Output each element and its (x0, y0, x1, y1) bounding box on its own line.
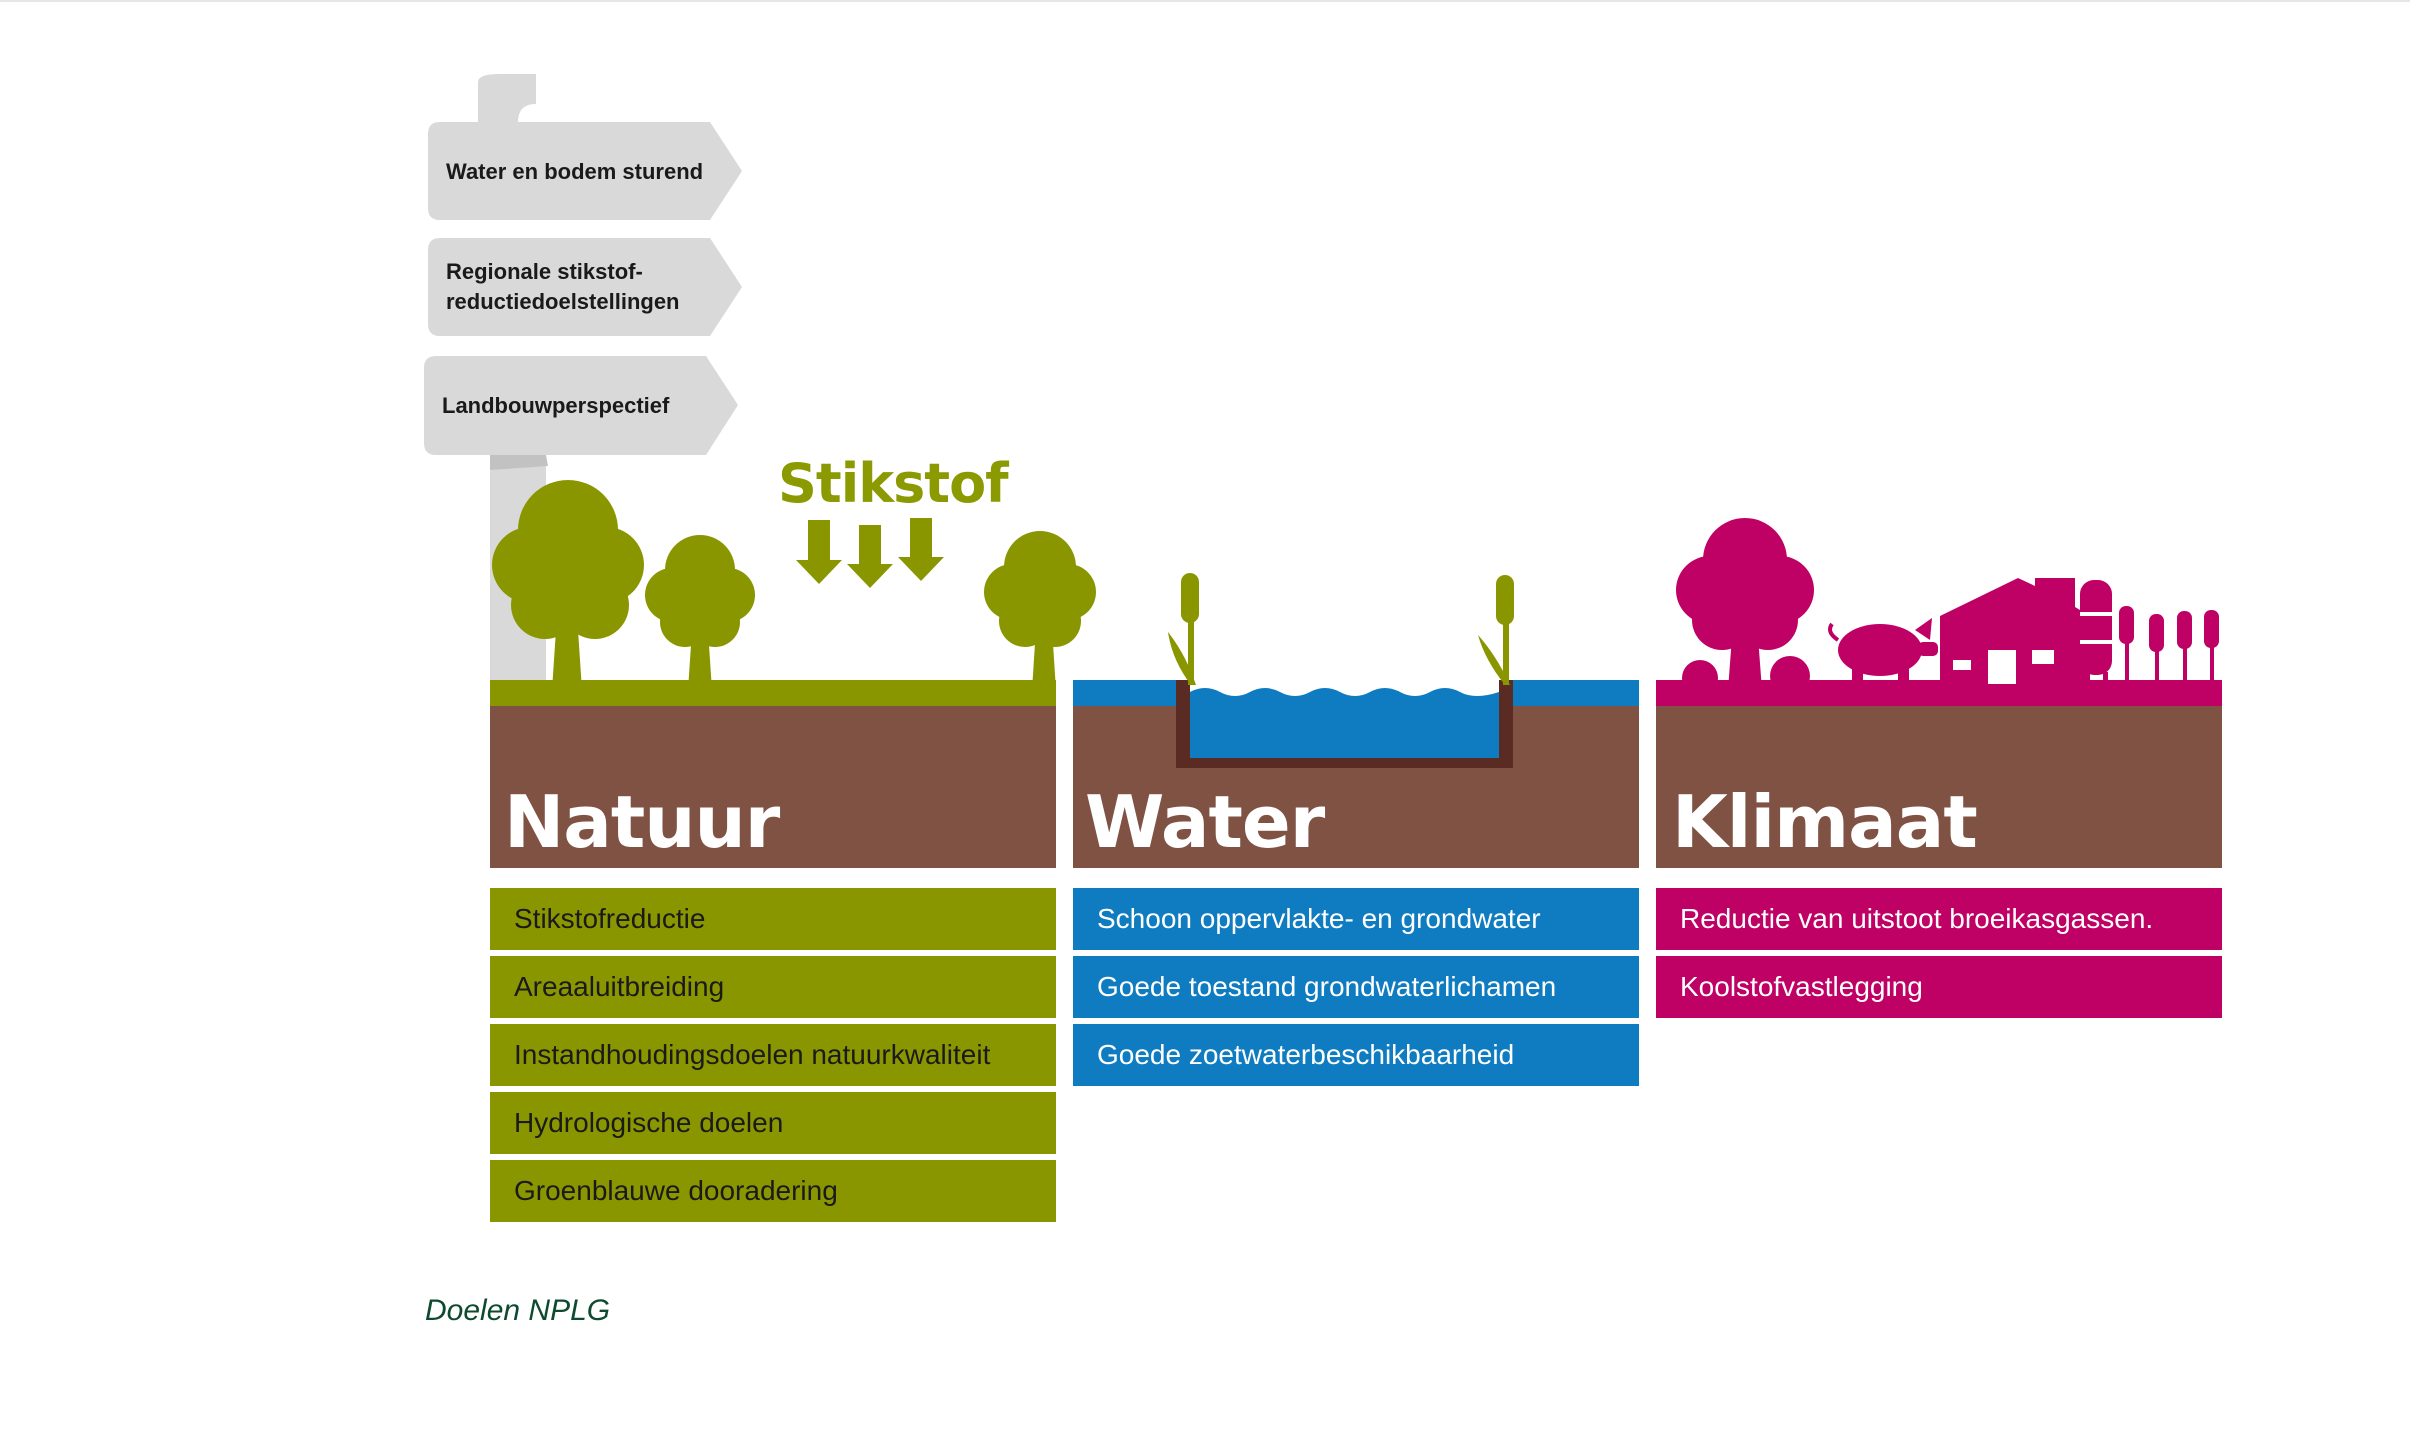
sign-text-water-bodem: Water en bodem sturend (446, 159, 704, 184)
sign-text-stikstof-doelen: Regionale stikstof- reductiedoelstelling… (446, 259, 680, 314)
category-title-klimaat: Klimaat (1672, 780, 1978, 864)
reed-icon (1478, 575, 1514, 685)
goal-item: Goede toestand grondwaterlichamen (1073, 956, 1639, 1018)
natuur-grass (490, 680, 1056, 706)
goal-item: Koolstofvastlegging (1656, 956, 2222, 1018)
goal-item: Stikstofreductie (490, 888, 1056, 950)
signpost (424, 74, 742, 683)
natuur-goals: Stikstofreductie Areaaluitbreiding Insta… (490, 888, 1056, 1228)
farm-icon (1940, 578, 2090, 684)
tree-icon (984, 531, 1096, 690)
arrow-down-icon (847, 525, 893, 588)
pig-icon (1828, 618, 1938, 684)
arrow-down-icon (898, 518, 944, 581)
natuur-soil (490, 706, 1056, 868)
klimaat-goals: Reductie van uitstoot broeikasgassen. Ko… (1656, 888, 2222, 1024)
klimaat-soil (1656, 706, 2222, 868)
klimaat-panel (1656, 518, 2222, 868)
category-title-water: Water (1085, 780, 1325, 864)
goal-item: Goede zoetwaterbeschikbaarheid (1073, 1024, 1639, 1086)
goal-item: Schoon oppervlakte- en grondwater (1073, 888, 1639, 950)
tree-icon (645, 535, 755, 690)
sign-3 (424, 356, 738, 455)
silo-icon (2080, 580, 2112, 686)
water-panel (1073, 573, 1639, 868)
category-title-natuur: Natuur (504, 780, 780, 864)
goal-item: Instandhoudingsdoelen natuurkwaliteit (490, 1024, 1056, 1086)
sign-1 (428, 122, 742, 220)
sign-2 (428, 238, 742, 336)
reed-icon (1168, 573, 1199, 685)
tree-icon (1676, 518, 1814, 696)
sign-text-landbouw: Landbouwperspectief (442, 393, 670, 418)
goal-item: Hydrologische doelen (490, 1092, 1056, 1154)
figure-caption: Doelen NPLG (425, 1294, 611, 1327)
signpost-top (478, 74, 536, 122)
reed-icon (2119, 606, 2219, 684)
waves (1190, 680, 1499, 696)
natuur-panel (490, 480, 1096, 868)
goal-item: Areaaluitbreiding (490, 956, 1056, 1018)
goal-item: Groenblauwe dooradering (490, 1160, 1056, 1222)
top-divider (0, 0, 2410, 2)
arrow-down-icon (796, 520, 842, 584)
water-goals: Schoon oppervlakte- en grondwater Goede … (1073, 888, 1639, 1092)
stikstof-label: Stikstof (778, 452, 1009, 515)
goal-item: Reductie van uitstoot broeikasgassen. (1656, 888, 2222, 950)
tree-icon (492, 480, 644, 690)
